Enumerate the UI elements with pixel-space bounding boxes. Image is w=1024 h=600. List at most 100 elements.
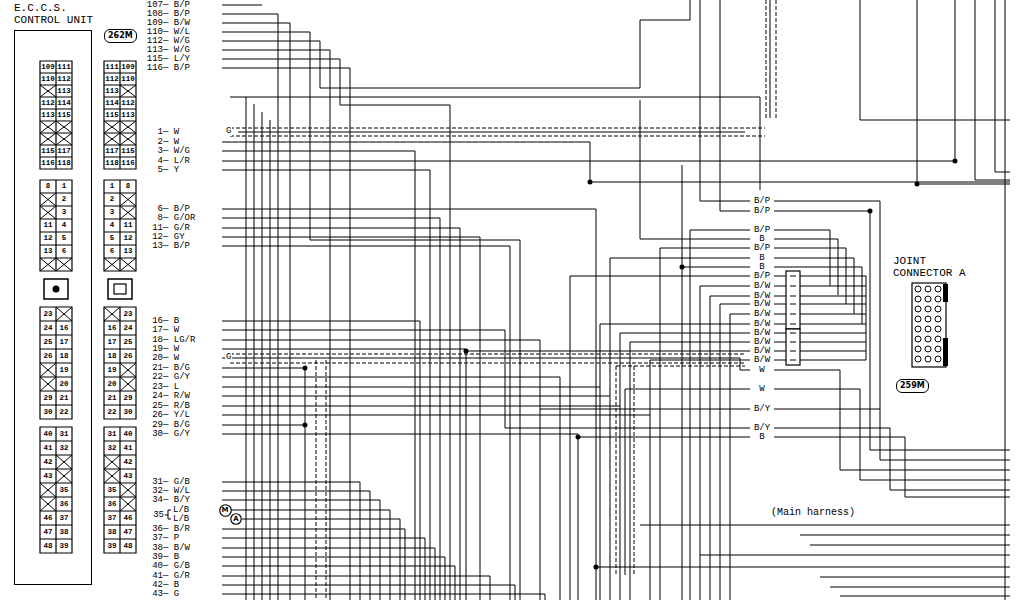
pin-cell-number: 37 (56, 511, 72, 525)
pin-cell-number: 36 (104, 497, 120, 511)
pin-wire-label: 41— G/R (152, 571, 190, 581)
pin-cell-number: 12 (40, 232, 56, 245)
pin-cell-number: 32 (56, 441, 72, 455)
pin-cell-number: 24 (120, 321, 136, 335)
pin-cell-number: 117 (104, 145, 120, 157)
pin-cell-number: 42 (120, 455, 136, 469)
pin-cell-number: 4 (56, 219, 72, 232)
pin-cell-number: 30 (120, 405, 136, 419)
pin-cell-number: 41 (40, 441, 56, 455)
pin-cell-number: 47 (120, 525, 136, 539)
pin-wire-label: 22— G/Y (152, 372, 190, 382)
joint-connector-face (912, 283, 946, 367)
pin-cell-number: 115 (120, 145, 136, 157)
pin-cell-number: 25 (40, 335, 56, 349)
pin-cell-number: 6 (56, 245, 72, 258)
pin-cell-number: 115 (56, 109, 72, 121)
connector-callout: 259M (896, 379, 929, 393)
pin-cell-number: 16 (56, 321, 72, 335)
pin-cell-number: 17 (104, 335, 120, 349)
connector-key (114, 284, 126, 294)
blank-cell-crosses (40, 85, 136, 511)
pin-cell-number: 113 (56, 85, 72, 97)
pin-cell-number: 117 (56, 145, 72, 157)
pin-wire-label: 24— R/W (152, 391, 190, 401)
wire-color: L/B (173, 514, 189, 524)
pin-cell-number: 112 (56, 73, 72, 85)
node-text: JOINT CONNECTOR A (893, 255, 985, 279)
pin-cell-number: 112 (40, 97, 56, 109)
pin-cell-number: 114 (104, 97, 120, 109)
pin-wire-label: 29— B/G (152, 420, 190, 430)
pin-cell-number: 110 (120, 73, 136, 85)
pin-wire-label: 20— W (152, 353, 179, 363)
pin-wire-label: 12— GY (152, 232, 184, 242)
splice-pins (790, 276, 796, 360)
pin-wire-label: 19— W (152, 344, 179, 354)
pin-cell-number: 113 (40, 109, 56, 121)
pin-cell-number: 3 (104, 206, 120, 219)
wire-color: L/B (173, 505, 189, 515)
pin-cell-number: 2 (56, 193, 72, 206)
pin-cell-number: 32 (104, 441, 120, 455)
pin-wire-label: 112— W/G (147, 36, 190, 46)
pin-cell-number: 20 (56, 377, 72, 391)
control-unit-box: E.C.C.S. CONTROL UNIT (14, 2, 92, 585)
node-text: 262M (108, 31, 133, 41)
pin-wire-label: 31— G/B (152, 477, 190, 487)
pin-wire-label: 107— B/P (147, 0, 190, 10)
pin-wire-label: 34— B/Y (152, 495, 190, 505)
pin-cell-number: 3 (56, 206, 72, 219)
pin-cell-number: 118 (104, 157, 120, 169)
pin-wire-label: 18— LG/R (152, 335, 195, 345)
wire-color: B (758, 432, 765, 442)
shield-ground-mark: G (225, 352, 232, 362)
pin-cell-number: 43 (40, 469, 56, 483)
pin-wire-label: 115— L/Y (147, 54, 190, 64)
pin-cell-number: 116 (120, 157, 136, 169)
pin-cell-number: 116 (40, 157, 56, 169)
pin-cell-number: 31 (56, 427, 72, 441)
pin-cell-number: 118 (56, 157, 72, 169)
pin-cell-number: 43 (120, 469, 136, 483)
pin-cell-number: 22 (56, 405, 72, 419)
connector-callout: 262M (104, 29, 137, 43)
pin-cell-number: 112 (120, 97, 136, 109)
pin-wire-label: 4— L/R (158, 156, 190, 166)
pin-cell-number: 26 (120, 349, 136, 363)
pin-cell-number: 18 (104, 349, 120, 363)
pin-cell-number: 37 (104, 511, 120, 525)
node-text: 259M (900, 381, 925, 391)
pin-cell-number: 47 (40, 525, 56, 539)
pin-wire-label: 30— G/Y (152, 429, 190, 439)
pin-cell-number: 36 (56, 497, 72, 511)
variant-circle: A (230, 513, 242, 525)
pin-cell-number: 38 (104, 525, 120, 539)
pin-wire-label: 36— B/R (152, 524, 190, 534)
pin-cell-number: 17 (56, 335, 72, 349)
joint-connector-tab (943, 284, 948, 302)
joint-connector-cavities (915, 286, 941, 362)
pin-cell-number: 24 (40, 321, 56, 335)
pin-wire-label: 23— L (152, 382, 179, 392)
pin-wire-label: 110— W/L (147, 27, 190, 37)
pin-cell-number: 5 (104, 232, 120, 245)
pin-wire-label: 13— B/P (152, 241, 190, 251)
connector-key (108, 279, 132, 299)
wire-color: B/P (753, 196, 771, 206)
pin-cell-number: 21 (56, 391, 72, 405)
joint-connector-tab (943, 338, 948, 366)
pin-wire-label: 109— B/W (147, 18, 190, 28)
pin-wire-label: 108— B/P (147, 9, 190, 19)
pin-wire-label: 40— G/B (152, 561, 190, 571)
harness-name: (Main harness) (770, 507, 856, 519)
wire-color: B/W (753, 309, 771, 319)
node-text: E.C.C.S. CONTROL UNIT (14, 2, 106, 26)
wire-color: W (758, 365, 765, 375)
wire-color: B/Y (753, 404, 771, 414)
pin-cell-number: 30 (40, 405, 56, 419)
pin-cell-number: 112 (104, 73, 120, 85)
pin-wire-label: 11— G/R (152, 223, 190, 233)
pin-cell-number: 109 (40, 61, 56, 73)
variant-circle: M (219, 504, 232, 517)
